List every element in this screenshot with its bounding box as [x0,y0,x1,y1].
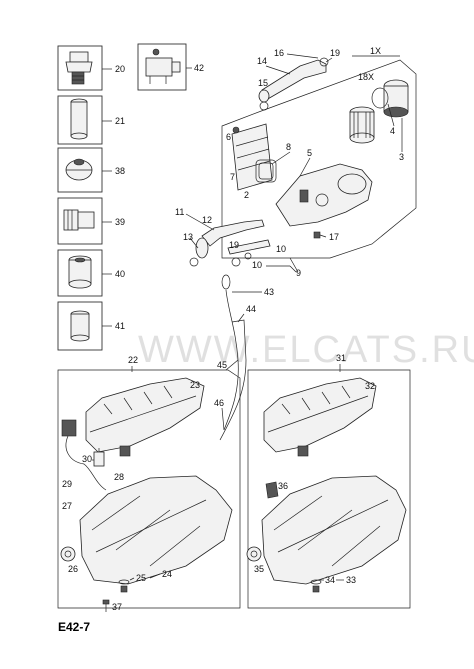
thumb-40[interactable] [57,249,103,297]
callout-20: 20 [115,64,125,74]
callout-39: 39 [115,217,125,227]
callout-21: 21 [115,116,125,126]
page-code: E42-7 [58,620,90,634]
callout-23: 23 [190,380,200,390]
thumb-20[interactable] [57,45,103,91]
callout-35: 35 [254,564,264,574]
oil-pan-left[interactable] [79,475,233,585]
sensor-30[interactable] [93,448,105,467]
thumb-41[interactable] [57,301,103,351]
oil-pan-group-left [57,369,241,609]
thumb-42[interactable] [137,43,187,91]
callout-26: 26 [68,564,78,574]
callout-31: 31 [336,353,346,363]
seal-26[interactable] [60,546,76,562]
callout-36: 36 [278,481,288,491]
callout-2: 2 [244,190,249,200]
callout-14: 14 [257,56,267,66]
bolt-37[interactable] [102,599,110,612]
callout-34: 34 [325,575,335,585]
thumb-21[interactable] [57,95,103,145]
callout-29: 29 [62,479,72,489]
callout-8: 8 [286,142,291,152]
callout-41: 41 [115,321,125,331]
thumb-39[interactable] [57,197,103,245]
drain-plug-right[interactable] [310,579,322,593]
oil-cooler[interactable] [231,123,273,191]
callout-46: 46 [214,398,224,408]
callout-7: 7 [230,172,235,182]
callout-30: 30 [82,454,92,464]
callout-40: 40 [115,269,125,279]
oil-filter-element[interactable] [349,106,375,144]
watermark: WWW.ELCATS.RU [138,329,474,371]
callout-5: 5 [307,148,312,158]
callout-24: 24 [162,569,172,579]
callout-33: 33 [346,575,356,585]
callout-18x: 18X [358,72,374,82]
seal-35[interactable] [246,546,262,562]
callout-27: 27 [62,501,72,511]
callout-12: 12 [202,215,212,225]
callout-10b: 10 [252,260,262,270]
filter-housing[interactable] [275,163,373,227]
callout-19a: 19 [330,48,340,58]
callout-28: 28 [114,472,124,482]
callout-45: 45 [217,360,227,370]
callout-11: 11 [175,207,184,217]
callout-4: 4 [390,126,395,136]
oil-cooler-group-frame [221,59,417,259]
callout-32: 32 [365,381,375,391]
callout-17: 17 [329,232,339,242]
callout-3: 3 [399,152,404,162]
callout-43: 43 [264,287,274,297]
oil-filter-cap[interactable] [371,79,409,118]
oil-pan-group-right [247,369,411,609]
callout-22: 22 [128,355,138,365]
sensor-36[interactable] [265,481,279,499]
callout-37: 37 [112,602,122,612]
callout-10a: 10 [276,244,286,254]
callout-44: 44 [246,304,256,314]
callout-19b: 19 [229,240,239,250]
cooler-pipe[interactable] [189,219,265,267]
cooler-gasket[interactable] [255,159,277,183]
callout-38: 38 [115,166,125,176]
drain-plug-left[interactable] [118,579,130,593]
callout-6: 6 [226,132,231,142]
callout-13: 13 [183,232,193,242]
callout-9: 9 [296,268,301,278]
callout-1x: 1X [370,46,381,56]
callout-16: 16 [274,48,284,58]
bolt-17[interactable] [313,231,327,239]
callout-25: 25 [136,573,146,583]
callout-42: 42 [194,63,204,73]
oil-pump-sensor-left[interactable] [61,419,107,491]
pipe-19-10[interactable] [227,239,271,267]
crankcase-bed-left[interactable] [85,377,205,457]
coolant-pipe[interactable] [258,57,329,111]
crankcase-bed-right[interactable] [263,377,377,457]
thumb-38[interactable] [57,147,103,193]
oil-pan-right[interactable] [261,475,407,585]
callout-15: 15 [258,78,268,88]
